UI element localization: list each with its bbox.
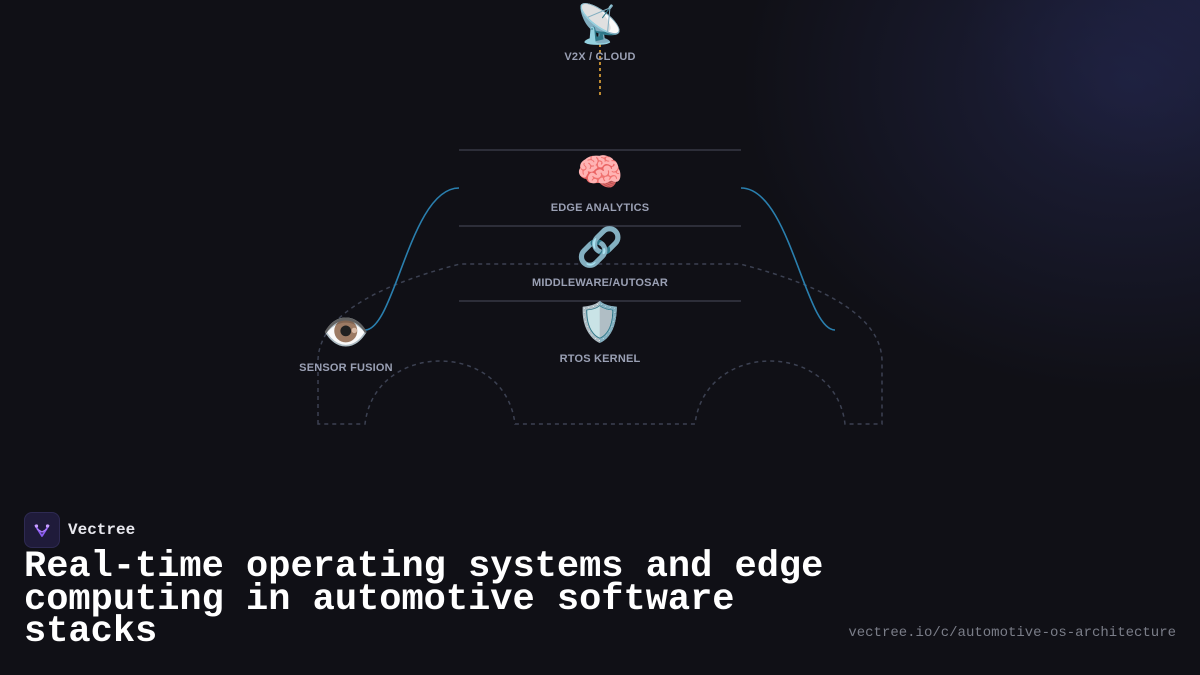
brand: Vectree xyxy=(24,512,135,548)
node-label-rtos-kernel: RTOS KERNEL xyxy=(559,353,641,365)
connector-right xyxy=(740,187,836,331)
shield-icon: 🛡️ xyxy=(576,300,624,344)
node-label-sensor-fusion: SENSOR FUSION xyxy=(299,362,393,374)
car-outline xyxy=(317,263,883,425)
page-title: Real-time operating systems and edge com… xyxy=(24,546,824,653)
vectree-logo-icon xyxy=(24,512,60,548)
node-label-edge-analytics: EDGE ANALYTICS xyxy=(550,202,650,214)
satellite-antenna-icon: 📡 xyxy=(576,2,624,46)
brand-name: Vectree xyxy=(68,521,136,539)
connector-left xyxy=(364,187,460,331)
brain-icon: 🧠 xyxy=(576,150,624,194)
node-label-middleware-autosar: MIDDLEWARE/AUTOSAR xyxy=(531,277,669,289)
chain-link-icon: 🔗 xyxy=(576,225,624,269)
node-label-v2x-cloud: V2X / CLOUD xyxy=(564,51,636,63)
source-url: vectree.io/c/automotive-os-architecture xyxy=(848,625,1176,641)
eye-icon: 👁️ xyxy=(322,310,370,354)
